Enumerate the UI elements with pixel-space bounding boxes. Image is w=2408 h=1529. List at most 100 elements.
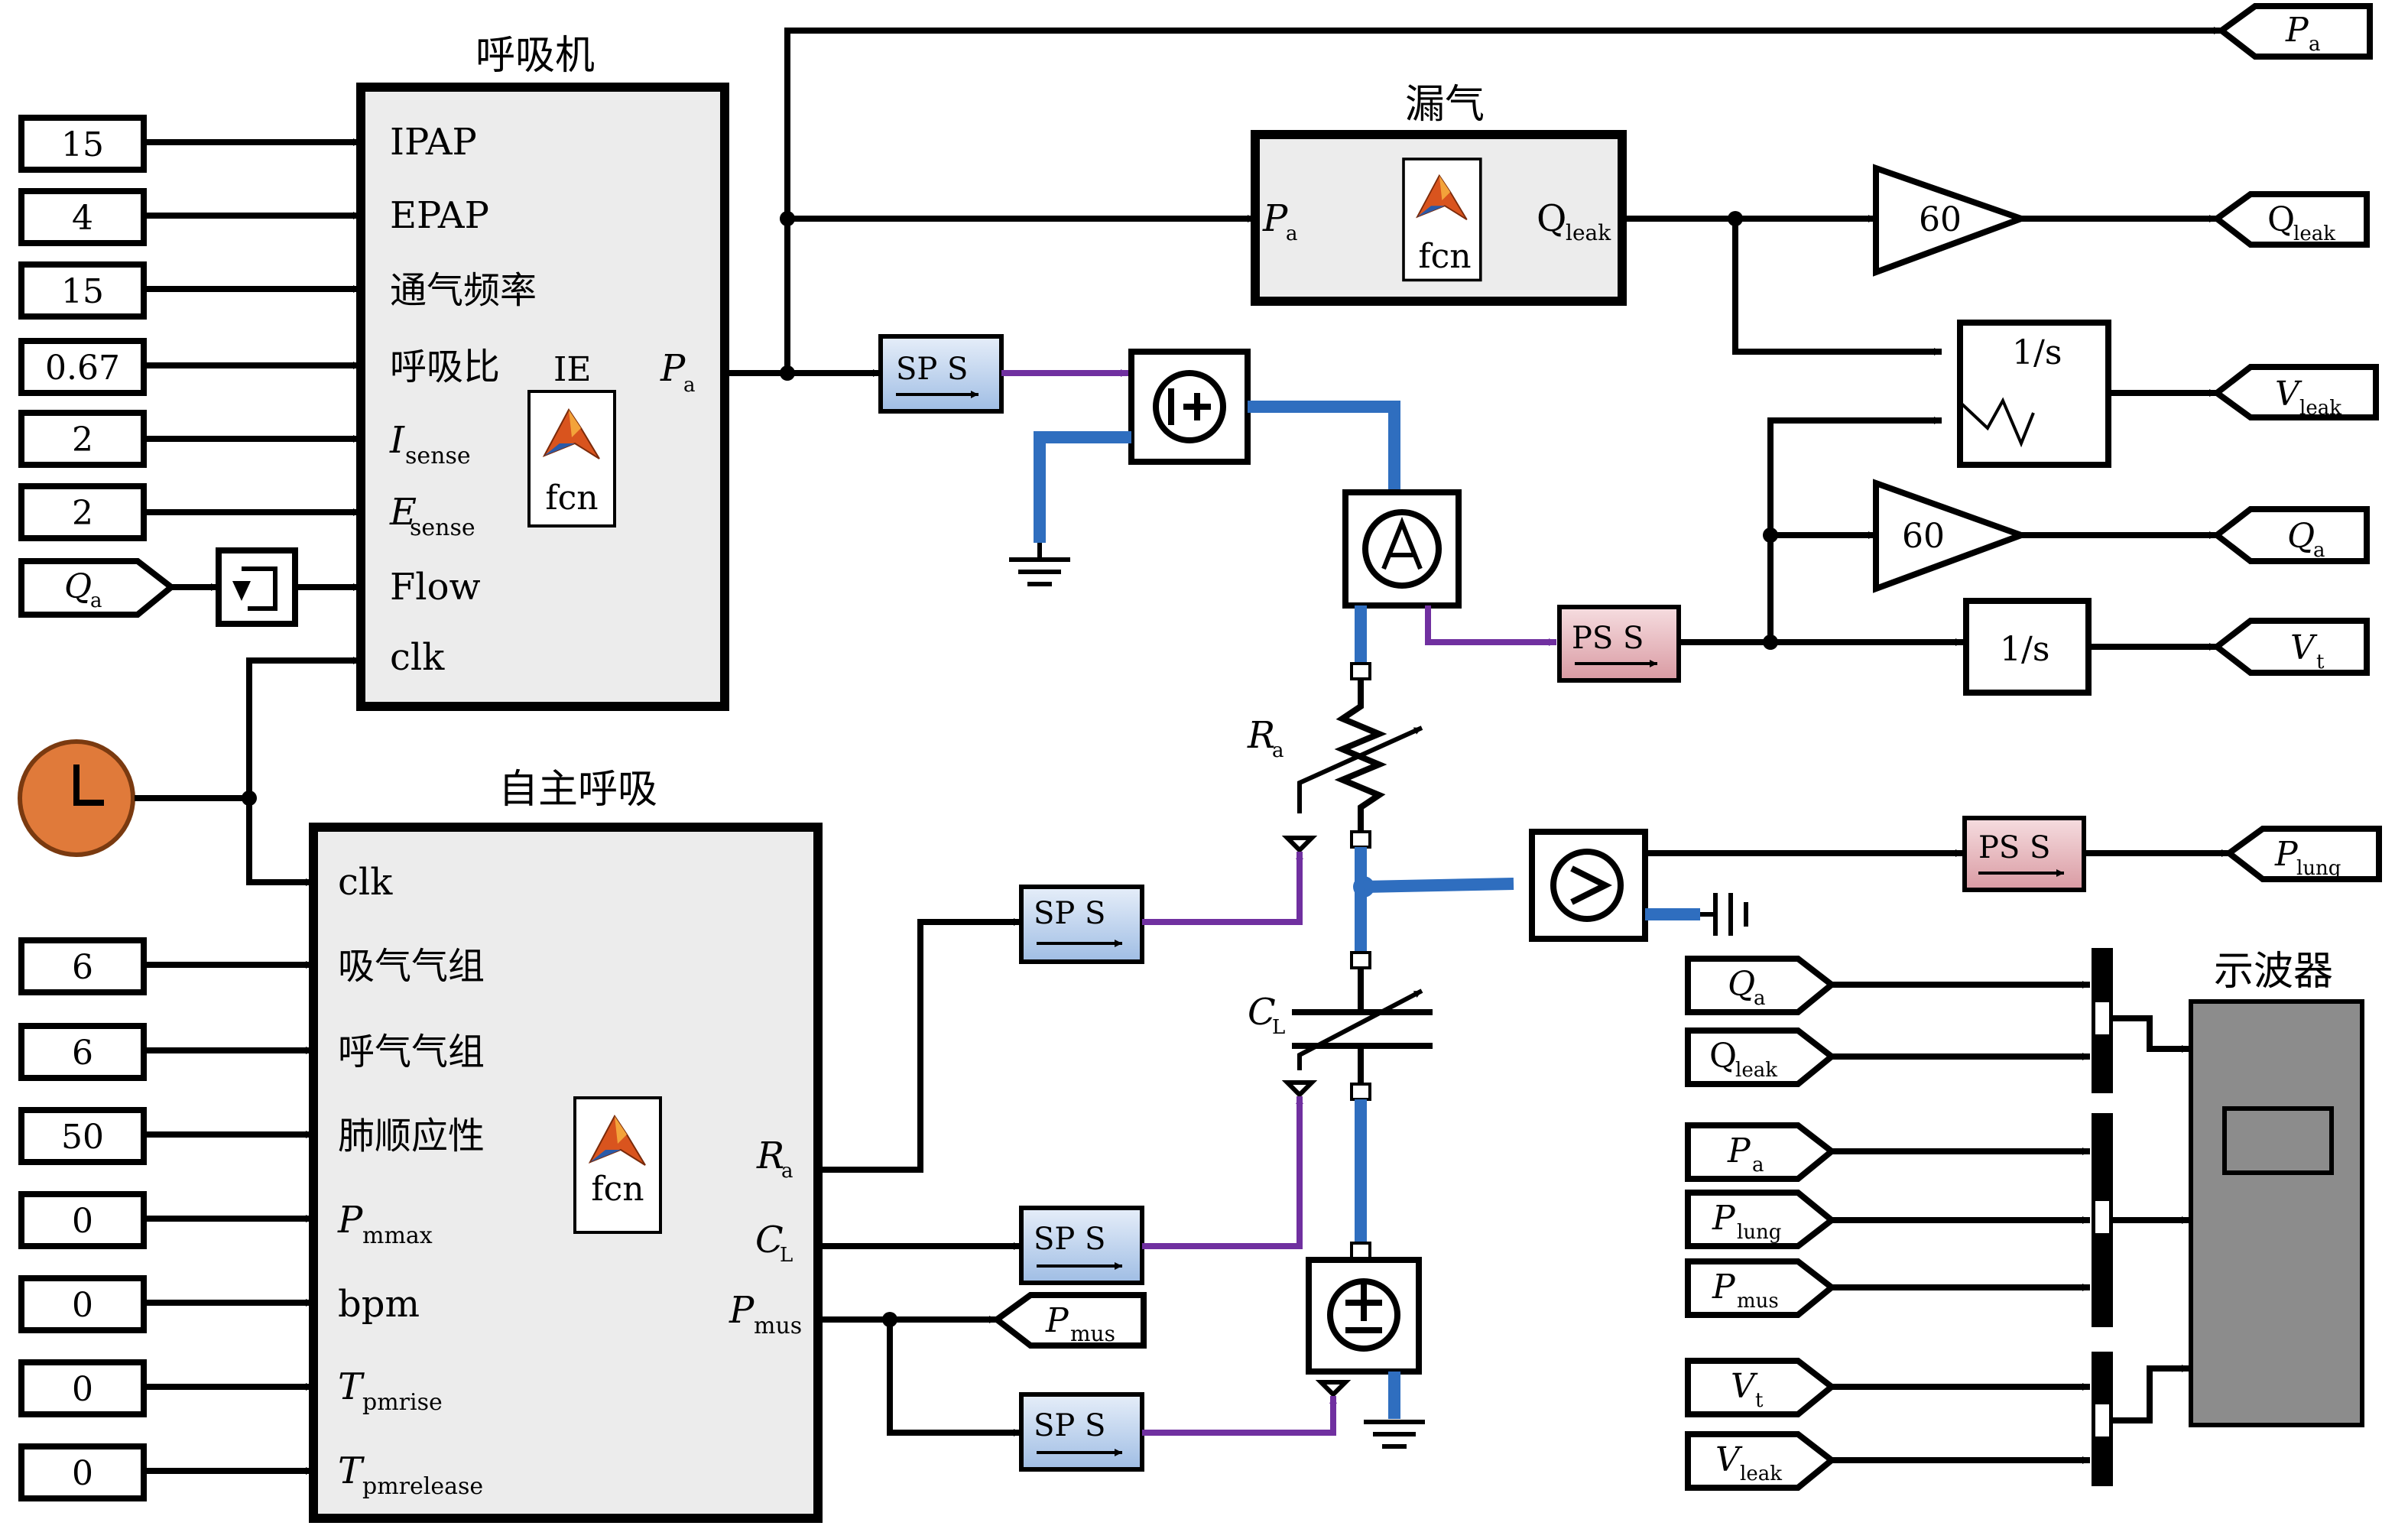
tag-sub: leak (1740, 1462, 1782, 1485)
output-pa-main: P (660, 347, 686, 390)
memory-icon (242, 566, 277, 611)
port-tpmrise: 0 T pmrise (18, 1359, 443, 1417)
mux-3[interactable] (2092, 1352, 2113, 1486)
constant-value: 2 (72, 420, 93, 459)
constant-ratio[interactable] (18, 338, 147, 396)
constant-compliance[interactable] (18, 1107, 147, 1165)
ie-label: IE (553, 350, 592, 389)
port-compliance: 50 肺顺应性 (18, 1107, 485, 1165)
port-tpmrelease: 0 T pmrelease (18, 1443, 483, 1501)
port-ipap: 15 IPAP (18, 115, 477, 173)
integrator-volume[interactable]: 1/s (1963, 598, 2092, 696)
converter-label: SP S (1034, 1222, 1105, 1257)
out-cl-main: C (755, 1219, 784, 1261)
from-pmus[interactable]: P mus (1685, 1258, 1837, 1318)
tag-sub: a (1752, 1154, 1764, 1177)
tag-main: Q (1728, 965, 1755, 1004)
mux-2[interactable] (2092, 1113, 2113, 1327)
tag-sub: mus (1070, 1321, 1115, 1346)
gain-flow[interactable]: 60 (1873, 479, 2030, 593)
port-label: 呼吸比 (390, 346, 500, 388)
constant-pmmax[interactable] (18, 1191, 147, 1249)
scope-screen-icon (2222, 1106, 2334, 1175)
tag-main: V (2290, 628, 2318, 667)
converter-sps-ra[interactable]: SP S (1019, 885, 1144, 964)
from-qa[interactable] (18, 558, 177, 618)
converter-sps-cl[interactable]: SP S (1019, 1206, 1144, 1285)
scope-block[interactable] (2189, 999, 2364, 1427)
goto-vleak[interactable]: V leak (2212, 364, 2379, 420)
tag-sub: lung (1737, 1221, 1781, 1244)
clock-block[interactable] (18, 739, 135, 857)
converter-sps-pmus[interactable]: SP S (1019, 1392, 1144, 1472)
tag-main: V (2275, 375, 2303, 414)
goto-qa[interactable]: Q a (2212, 506, 2370, 564)
leak-fcn-label: fcn (1418, 237, 1471, 276)
port-label: 肺顺应性 (338, 1115, 485, 1157)
mux-1[interactable] (2092, 948, 2113, 1093)
pressure-source[interactable] (1128, 349, 1251, 465)
port-label: E (389, 491, 417, 534)
tag-sub: mus (1737, 1290, 1779, 1313)
out-ra-main: R (756, 1135, 784, 1177)
constant-exhale[interactable] (18, 1023, 147, 1081)
cl-label-main: C (1248, 991, 1276, 1034)
tag-main: P (1045, 1301, 1069, 1340)
goto-plung[interactable]: P lung (2224, 826, 2382, 882)
converter-sps-pa[interactable]: SP S (878, 334, 1004, 414)
tag-main: P (1727, 1131, 1751, 1170)
tag-sub: t (2316, 651, 2325, 674)
converter-label: PS S (1978, 830, 2050, 865)
port-exhale: 6 呼气气组 (18, 1023, 485, 1081)
out-ra-sub: a (781, 1160, 793, 1183)
out-cl-sub: L (780, 1244, 793, 1267)
flow-sensor[interactable] (1342, 489, 1462, 609)
leak-out-sub: leak (1566, 220, 1611, 245)
port-subscript: sense (405, 443, 471, 469)
tag-main: P (2274, 835, 2299, 874)
gain-leak[interactable]: 60 (1873, 164, 2030, 277)
goto-pmus[interactable]: P mus (991, 1292, 1147, 1349)
tag-sub: leak (2293, 222, 2335, 245)
integrator-leak[interactable]: 1/s (1957, 320, 2111, 468)
capacitor-cl[interactable] (1292, 968, 1433, 1084)
from-vleak[interactable]: V leak (1685, 1431, 1837, 1491)
constant-isense[interactable] (18, 410, 147, 468)
leak-in-sub: a (1286, 222, 1298, 245)
constant-epap[interactable] (18, 188, 147, 246)
from-pa[interactable]: P a (1685, 1122, 1837, 1182)
tag-main: Q (1709, 1037, 1737, 1076)
port-label: EPAP (390, 194, 489, 237)
goto-vt[interactable]: V t (2212, 618, 2370, 676)
port-esense: 2 E sense (18, 483, 475, 541)
constant-ipap[interactable] (18, 115, 147, 173)
from-plung[interactable]: P lung (1685, 1190, 1837, 1249)
port-subscript: sense (410, 515, 475, 541)
resistor-ra[interactable] (1297, 679, 1423, 832)
constant-value: 2 (72, 494, 93, 533)
ground-icon (1364, 1420, 1425, 1449)
constant-value: 4 (72, 199, 93, 238)
from-qleak[interactable]: Q leak (1685, 1027, 1837, 1087)
goto-pa[interactable]: P a (2216, 3, 2373, 60)
port-isense: 2 I sense (18, 410, 471, 469)
constant-tpmrelease[interactable] (18, 1443, 147, 1501)
spontaneous-inputs: 6 吸气气组 6 呼气气组 50 肺顺应性 0 P mmax 0 bpm (18, 937, 485, 1501)
pressure-sensor-lung[interactable] (1529, 829, 1648, 942)
from-vt[interactable]: V t (1685, 1358, 1837, 1417)
memory-block[interactable] (216, 547, 298, 627)
ventilator-title: 呼吸机 (475, 33, 595, 79)
spontaneous-title: 自主呼吸 (498, 767, 657, 813)
leak-in-main: P (1262, 197, 1288, 240)
constant-value: 0 (72, 1454, 93, 1493)
port-label: T (338, 1365, 365, 1408)
from-qa[interactable]: Q a (1685, 956, 1837, 1015)
tag-main: V (1731, 1367, 1758, 1406)
goto-qleak[interactable]: Q leak (2212, 191, 2370, 248)
spontaneous-block[interactable] (309, 823, 823, 1523)
converter-pss-flow[interactable]: PS S (1557, 605, 1681, 683)
ra-label-sub: a (1272, 739, 1284, 762)
pressure-source-pmus[interactable] (1306, 1257, 1422, 1375)
converter-pss-lung[interactable]: PS S (1962, 816, 2086, 892)
